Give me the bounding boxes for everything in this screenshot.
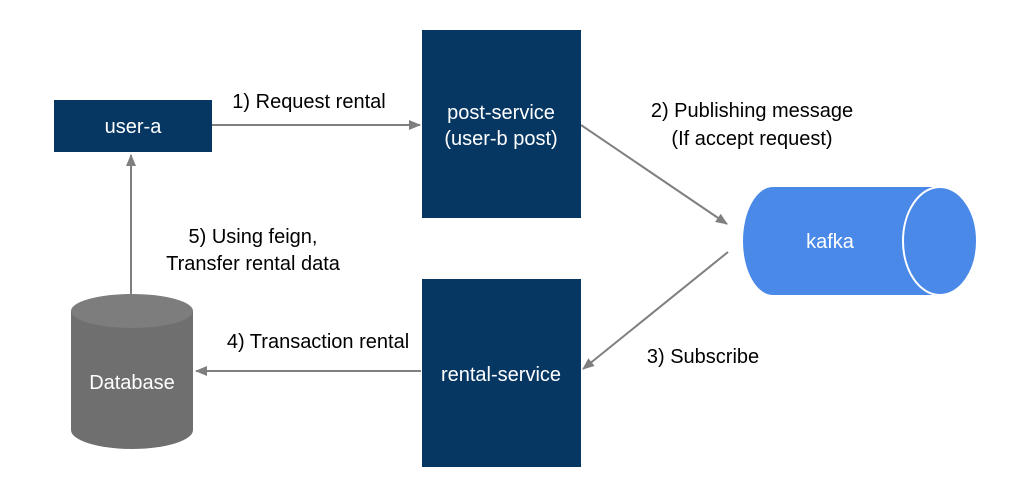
label-request-rental: 1) Request rental xyxy=(232,91,385,113)
label-subscribe: 3) Subscribe xyxy=(647,346,759,368)
rental-service-label: rental-service xyxy=(441,364,561,386)
node-rental-service: rental-service xyxy=(422,279,581,467)
kafka-cylinder-end xyxy=(902,186,978,296)
node-kafka: kafka xyxy=(743,186,978,296)
database-cylinder-body xyxy=(71,311,193,449)
user-a-label: user-a xyxy=(105,116,163,138)
post-service-box xyxy=(422,30,581,218)
arrow-subscribe xyxy=(582,251,729,370)
arrow-publishing-message xyxy=(580,124,728,225)
edge-labels: 1) Request rental 2) Publishing message … xyxy=(166,91,853,368)
node-database: Database xyxy=(71,294,193,449)
post-service-label: post-service xyxy=(447,102,555,124)
connectors xyxy=(126,120,729,376)
post-service-sublabel: (user-b post) xyxy=(444,128,557,150)
label-transfer-rental-data: Transfer rental data xyxy=(166,253,341,275)
database-label: Database xyxy=(89,372,175,394)
kafka-label: kafka xyxy=(806,231,855,253)
label-publishing-message: 2) Publishing message xyxy=(651,100,853,122)
node-post-service: post-service (user-b post) xyxy=(422,30,581,218)
label-using-feign: 5) Using feign, xyxy=(189,226,318,248)
database-cylinder-top xyxy=(71,294,193,328)
label-publishing-condition: (If accept request) xyxy=(671,128,832,150)
node-user-a: user-a xyxy=(54,100,212,152)
user-a-box xyxy=(54,100,212,152)
label-transaction-rental: 4) Transaction rental xyxy=(227,331,409,353)
rental-service-box xyxy=(422,279,581,467)
